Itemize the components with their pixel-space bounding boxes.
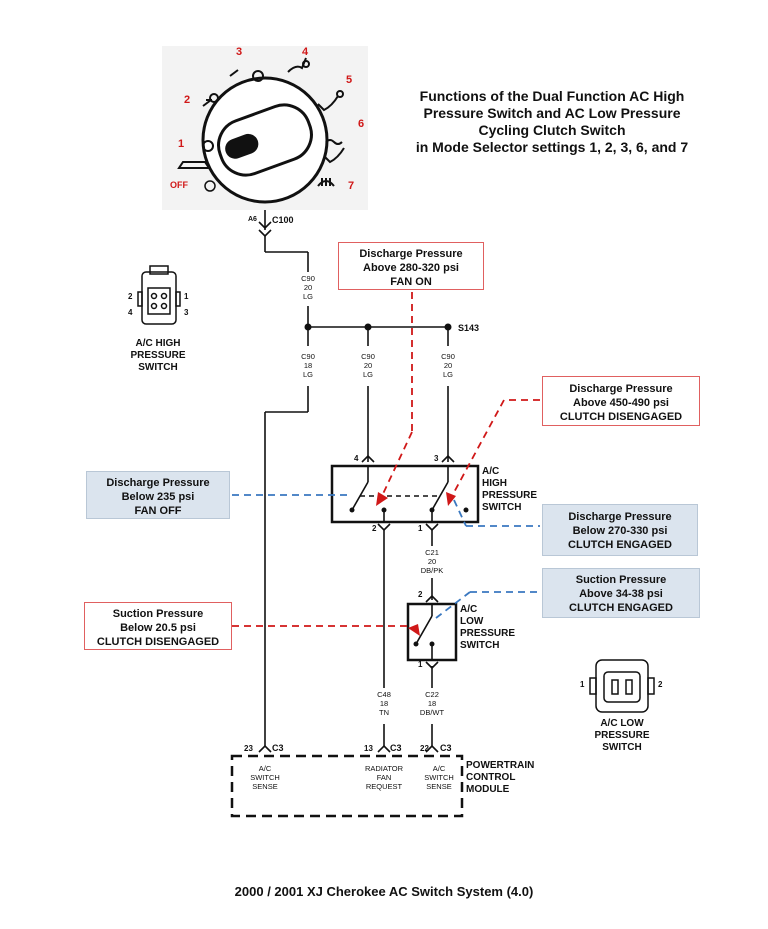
pcm-pin-23: 23: [244, 744, 253, 753]
hp-switch-label: A/C HIGH PRESSURE SWITCH: [482, 466, 538, 513]
lp-connector-icon: [589, 659, 655, 713]
title-line-4: in Mode Selector settings 1, 2, 3, 6, an…: [415, 139, 689, 155]
wire-label-c48: C48 18 TN: [377, 690, 391, 717]
hp-pin-3: 3: [434, 454, 439, 463]
dial-knob: [217, 103, 313, 177]
lp-conn-pin-1: 1: [580, 680, 585, 689]
mode-number-4: 4: [302, 46, 309, 58]
pcm-fan-request: RADIATOR FAN REQUEST: [364, 764, 404, 791]
hp-conn-pin-2: 2: [128, 292, 133, 301]
pcm-pin-13: 13: [364, 744, 373, 753]
mode-off-label: OFF: [170, 180, 188, 190]
lp-pin-1: 1: [418, 660, 423, 669]
a6-label: A6: [248, 216, 257, 223]
lp-pin-2: 2: [418, 590, 423, 599]
hp-pin-4: 4: [354, 454, 359, 463]
title-line-2: Pressure Switch and AC Low Pressure: [423, 105, 681, 121]
pcm-c3-label-2: C3: [390, 743, 402, 753]
mode-number-7: 7: [348, 180, 355, 192]
mode-icons: [177, 57, 345, 187]
wire-label-c22: C22 18 DB/WT: [419, 690, 445, 717]
splice-dots: [304, 323, 452, 331]
wire-label-c90-20-lg-right: C90 20 LG: [441, 352, 455, 379]
low-pressure-switch: [406, 602, 458, 662]
callout-suction-engaged: Suction Pressure Above 34-38 psi CLUTCH …: [542, 568, 700, 618]
lp-conn-pin-2: 2: [658, 680, 663, 689]
mode-number-1: 1: [178, 138, 185, 150]
c100-label: C100: [272, 215, 294, 225]
pcm-box: [230, 754, 464, 818]
pcm-ac-sense-2: A/C SWITCH SENSE: [424, 764, 454, 791]
lp-switch-label: A/C LOW PRESSURE SWITCH: [460, 604, 516, 651]
red-arrowheads: [376, 492, 456, 636]
callout-clutch-engaged-high: Discharge Pressure Below 270-330 psi CLU…: [542, 504, 698, 556]
hp-connector-icon: [137, 265, 181, 325]
mode-selector-dial: [162, 46, 368, 210]
mode-number-6: 6: [358, 118, 365, 130]
hp-conn-pin-4: 4: [128, 308, 133, 317]
title-line-1: Functions of the Dual Function AC High: [419, 88, 685, 104]
pcm-c3-label-3: C3: [440, 743, 452, 753]
red-indicators: [232, 292, 540, 627]
pcm-pin-22: 22: [420, 744, 429, 753]
pcm-c3-label-1: C3: [272, 743, 284, 753]
wire-label-c21: C21 20 DB/PK: [420, 548, 444, 575]
wire-label-c90-20-lg-mid: C90 20 LG: [361, 352, 375, 379]
mode-number-2: 2: [184, 94, 191, 106]
mode-number-3: 3: [236, 46, 243, 58]
mode-number-5: 5: [346, 74, 353, 86]
callout-fan-off: Discharge Pressure Below 235 psi FAN OFF: [86, 471, 230, 519]
title-line-3: Cycling Clutch Switch: [478, 122, 626, 138]
callout-suction-disengaged: Suction Pressure Below 20.5 psi CLUTCH D…: [84, 602, 232, 650]
callout-clutch-disengaged-high: Discharge Pressure Above 450-490 psi CLU…: [542, 376, 700, 426]
wire-label-c90-18-lg: C90 18 LG: [301, 352, 315, 379]
title-block: Functions of the Dual Function AC High P…: [392, 88, 712, 156]
s143-label: S143: [458, 323, 480, 333]
hp-conn-pin-3: 3: [184, 308, 189, 317]
pcm-ac-sense-1: A/C SWITCH SENSE: [250, 764, 280, 791]
connector-chevrons: [258, 454, 455, 753]
hp-pin-2: 2: [372, 524, 377, 533]
wire-label-c90-20-lg-top: C90 20 LG: [301, 274, 315, 301]
callout-fan-on: Discharge Pressure Above 280-320 psi FAN…: [338, 242, 484, 290]
hp-conn-pin-1: 1: [184, 292, 189, 301]
off-indicator: [204, 180, 216, 192]
hp-connector-title: A/C HIGH PRESSURE SWITCH: [130, 338, 186, 373]
blue-indicators: [232, 494, 540, 619]
lp-connector-title: A/C LOW PRESSURE SWITCH: [594, 718, 650, 753]
high-pressure-switch: [330, 464, 480, 524]
figure-caption: 2000 / 2001 XJ Cherokee AC Switch System…: [234, 884, 534, 899]
pcm-label: POWERTRAIN CONTROL MODULE: [466, 760, 535, 795]
hp-pin-1: 1: [418, 524, 423, 533]
